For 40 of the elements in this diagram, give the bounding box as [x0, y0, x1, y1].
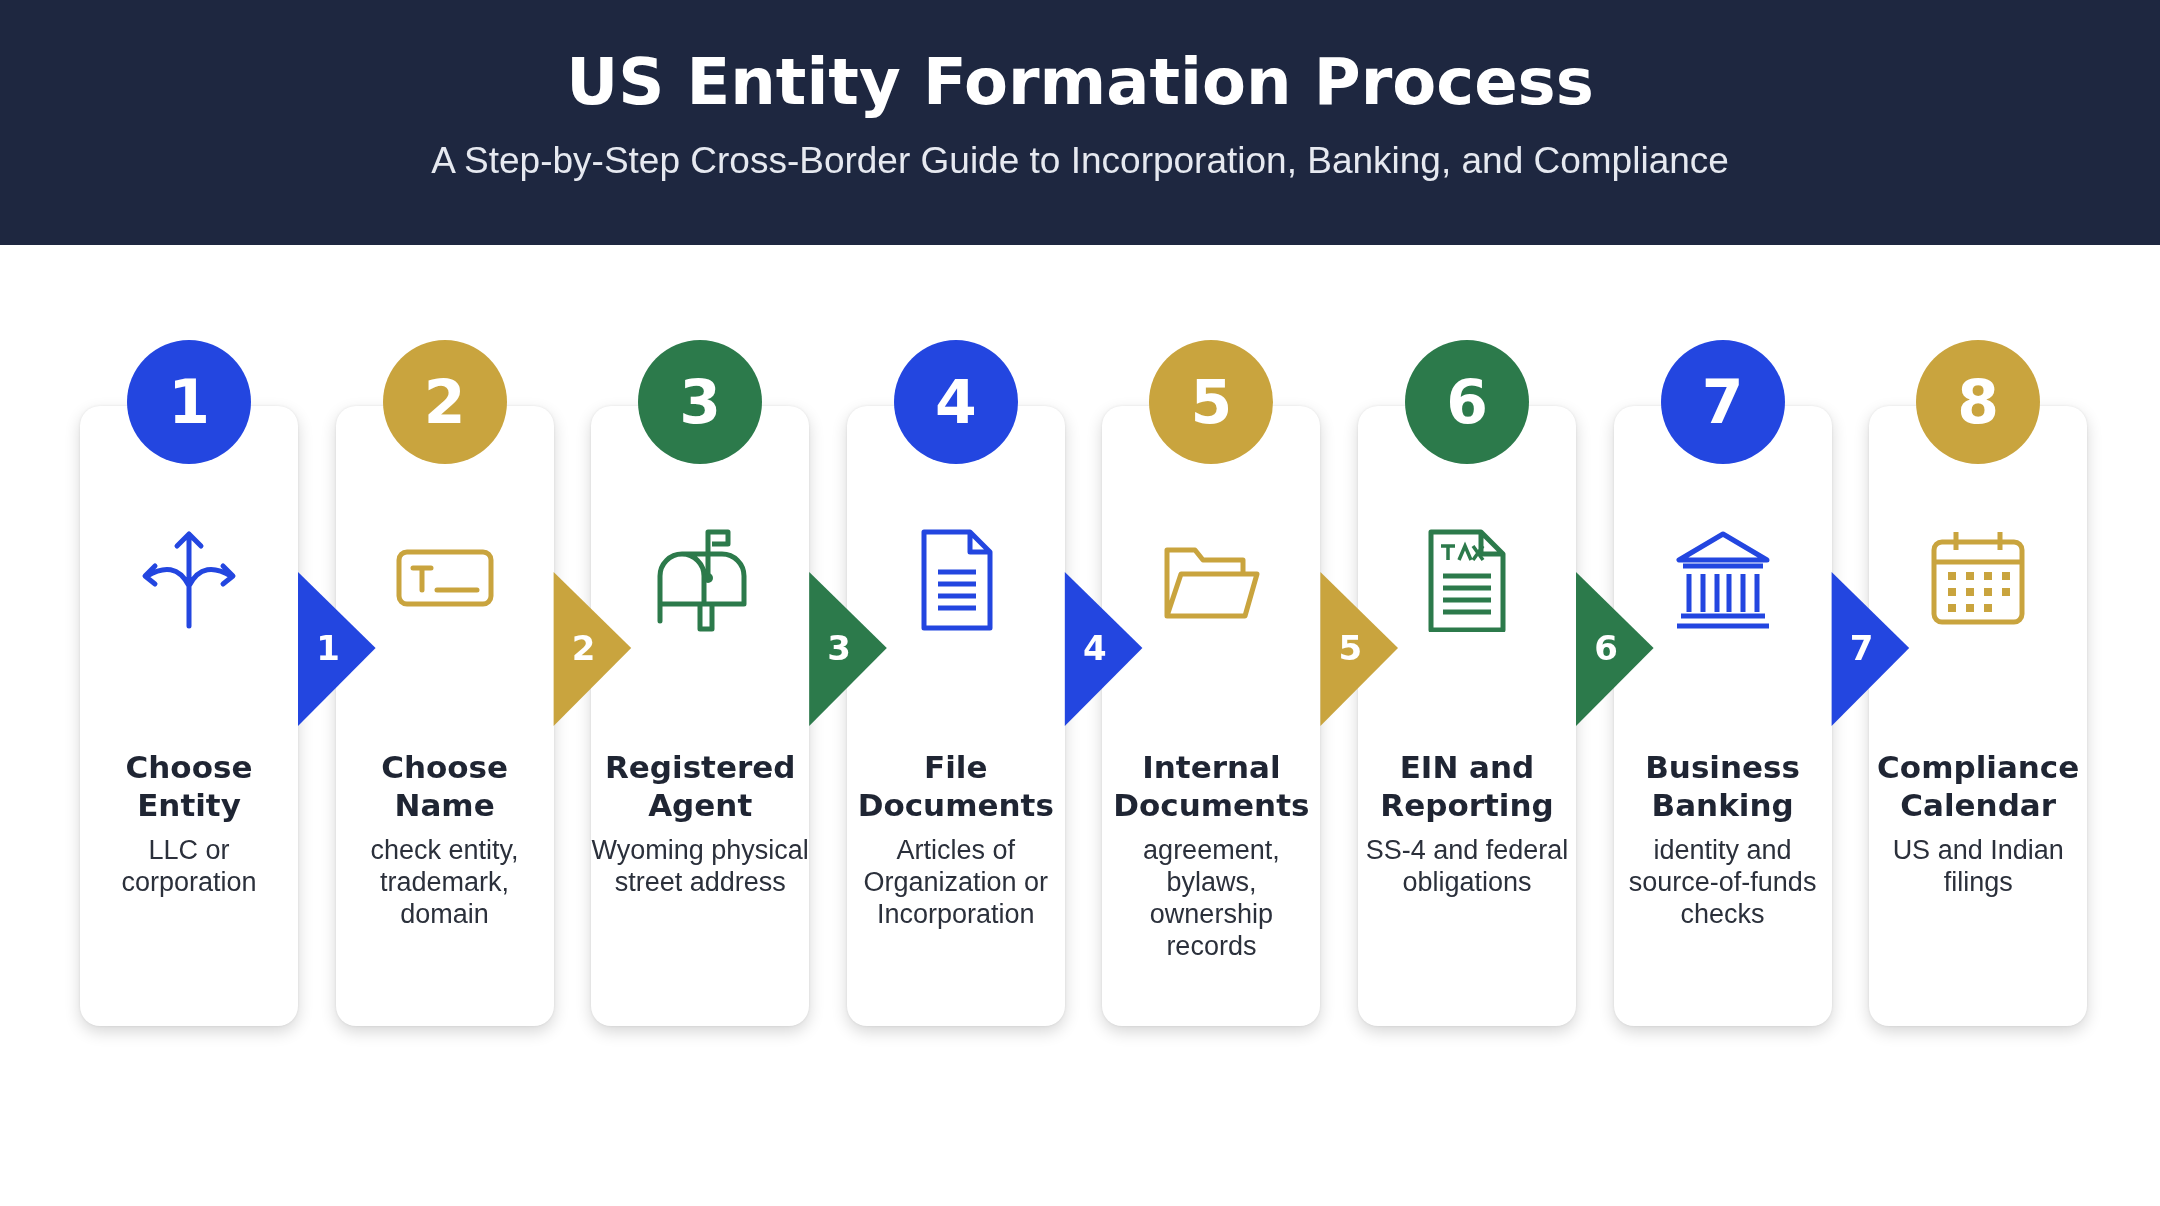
- step-number: 7: [1660, 340, 1785, 464]
- step-number: 3: [638, 340, 763, 464]
- step-title: EIN and Reporting: [1379, 748, 1555, 824]
- step-title: Registered Agent: [603, 748, 797, 824]
- step-description: Wyoming physical street address: [591, 834, 810, 898]
- step-number: 2: [382, 340, 507, 464]
- step-title: File Documents: [856, 748, 1055, 824]
- step-title: Choose Entity: [124, 748, 254, 824]
- step-description: agreement, bylaws, ownership records: [1142, 834, 1281, 962]
- step-number: 4: [893, 340, 1018, 464]
- chevron-arrow: [1576, 572, 1654, 726]
- chevron-arrow: [809, 572, 887, 726]
- step-description: SS-4 and federal obligations: [1364, 834, 1570, 898]
- step-title: Business Banking: [1644, 748, 1801, 824]
- step-description: check entity, trademark, domain: [369, 834, 520, 930]
- chevron-arrow: [1320, 572, 1398, 726]
- step-description: Articles of Organization or Incorporation: [862, 834, 1050, 930]
- step-title: Internal Documents: [1112, 748, 1311, 824]
- edge-label: 5: [1337, 628, 1364, 668]
- chevron-arrow: [553, 572, 632, 726]
- step-description: identity and source-of-funds checks: [1627, 834, 1818, 930]
- edge-label: 6: [1593, 628, 1619, 668]
- step-description: US and Indian filings: [1891, 834, 2065, 898]
- step-title: Compliance Calendar: [1876, 748, 2081, 824]
- edge-label: 2: [570, 628, 597, 668]
- edge-label: 4: [1081, 628, 1108, 668]
- chevron-arrow: [298, 572, 376, 726]
- subtitle: A Step-by-Step Cross-Border Guide to Incorporation, Banking, and Compliance: [430, 140, 1730, 182]
- edge-label: 3: [826, 628, 852, 668]
- chevron-arrow: [1831, 572, 1910, 726]
- step-number: 1: [127, 340, 251, 464]
- edge-label: 1: [315, 628, 341, 668]
- step-number: 5: [1149, 340, 1274, 464]
- step-number: 6: [1405, 340, 1529, 464]
- step-title: Choose Name: [380, 748, 510, 824]
- step-number: 8: [1916, 340, 2041, 464]
- step-description: LLC or corporation: [120, 834, 258, 898]
- edge-label: 7: [1848, 628, 1875, 668]
- title: US Entity Formation Process: [565, 45, 1595, 119]
- chevron-arrow: [1064, 572, 1143, 726]
